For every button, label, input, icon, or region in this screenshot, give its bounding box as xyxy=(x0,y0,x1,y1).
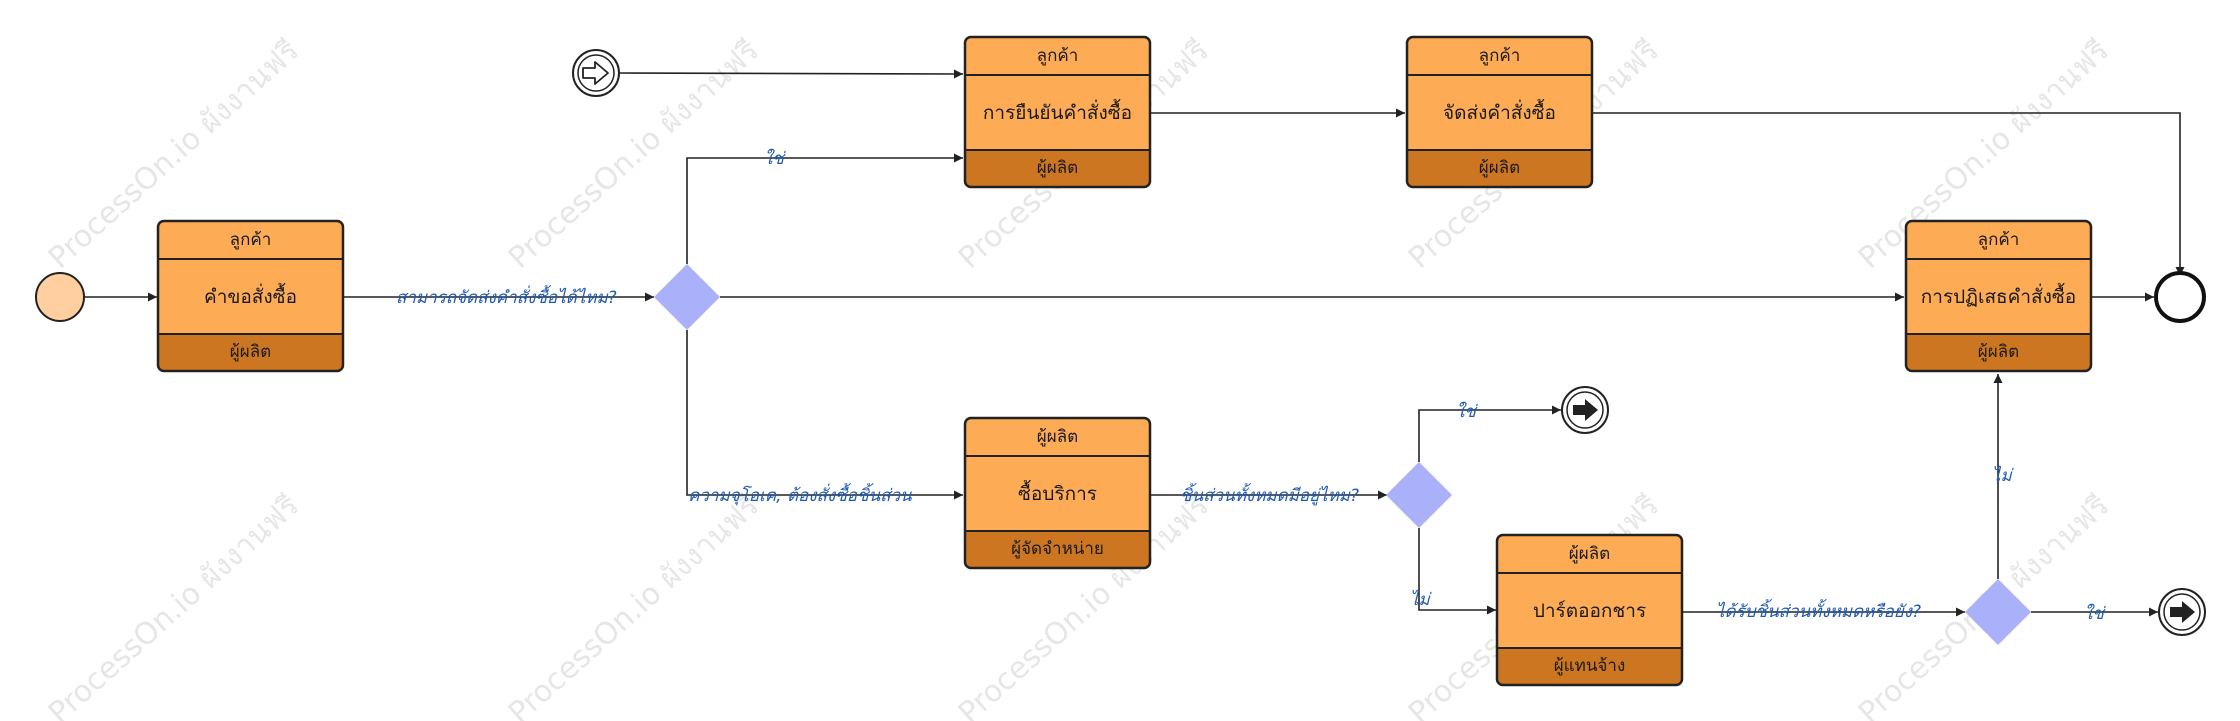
watermark: ProcessOn.io ผังงานฟรี xyxy=(42,488,306,721)
watermark: ProcessOn.io ผังงานฟรี xyxy=(502,33,766,276)
task-role-label: ลูกค้า xyxy=(1479,46,1521,66)
label-can-deliver: สามารถจัดส่งคำสั่งซื้อได้ไหม? xyxy=(396,284,617,308)
label-need-parts: ความจุโอเค, ต้องสั่งซื้อชิ้นส่วน xyxy=(688,482,912,506)
task-role-label: ลูกค้า xyxy=(1037,46,1079,66)
task-name: คำขอสั่งซื้อ xyxy=(204,283,297,308)
task-lane-label: ผู้จัดจำหน่าย xyxy=(1011,539,1104,559)
arrow-right-icon xyxy=(582,61,609,85)
task-border xyxy=(963,416,1152,570)
task-name: การปฏิเสธคำสั่งซื้อ xyxy=(1921,283,2076,308)
label-yes-top: ใช่ xyxy=(764,148,786,169)
task-role-label: ผู้ผลิต xyxy=(1037,427,1078,447)
intermediate-end-event-parts[interactable] xyxy=(1561,386,1609,434)
task-bottom-band xyxy=(965,150,1150,187)
flow-gateway-no-to-part[interactable] xyxy=(1418,528,1496,615)
task-border xyxy=(156,219,345,373)
intermediate-end-event-final[interactable] xyxy=(2158,588,2206,636)
flow-gateway-to-confirm[interactable] xyxy=(686,153,963,264)
label-no-received: ไม่ xyxy=(1992,465,2014,486)
label-parts-received: ได้รับชิ้นส่วนทั้งหมดหรือยัง? xyxy=(1716,598,1921,622)
task-bottom-band xyxy=(158,334,343,371)
task-border xyxy=(963,35,1152,189)
task-bottom-band xyxy=(1407,150,1592,187)
task-role-label: ลูกค้า xyxy=(230,230,272,250)
task-role-label: ลูกค้า xyxy=(1978,230,2020,250)
task-border xyxy=(1495,533,1684,687)
label-yes-parts: ใช่ xyxy=(1456,401,1478,422)
tasks: ลูกค้าคำขอสั่งซื้อผู้ผลิตลูกค้าการยืนยัน… xyxy=(156,35,2093,687)
task-name: การยืนยันคำสั่งซื้อ xyxy=(983,99,1132,124)
task-t3[interactable]: ลูกค้าจัดส่งคำสั่งซื้อผู้ผลิต xyxy=(1405,35,1594,189)
task-lane-label: ผู้แทนจ้าง xyxy=(1554,656,1626,676)
flow-intermediate-to-confirm[interactable] xyxy=(619,69,964,79)
task-lane-label: ผู้ผลิต xyxy=(230,342,271,362)
gateway-can-deliver[interactable] xyxy=(654,264,720,330)
arrow-right-icon xyxy=(1573,399,1598,421)
label-yes-received: ใช่ xyxy=(2084,603,2106,624)
flow-gateway-yes-to-end[interactable] xyxy=(1418,405,1561,462)
task-bottom-band xyxy=(965,531,1150,568)
task-border xyxy=(1904,219,2093,373)
label-all-parts-available: ชิ้นส่วนทั้งหมดมีอยู่ไหม? xyxy=(1180,482,1359,506)
task-name: จัดส่งคำสั่งซื้อ xyxy=(1443,99,1556,124)
task-lane-label: ผู้ผลิต xyxy=(1037,158,1078,178)
gateway-parts-received[interactable] xyxy=(1965,579,2031,645)
gateway-all-parts[interactable] xyxy=(1386,462,1452,528)
task-role-label: ผู้ผลิต xyxy=(1569,544,1610,564)
arrow-right-icon xyxy=(2170,601,2195,623)
flow-gateway-to-buy-service[interactable] xyxy=(686,330,963,500)
task-border xyxy=(1405,35,1594,189)
task-lane-label: ผู้ผลิต xyxy=(1978,342,2019,362)
task-lane-label: ผู้ผลิต xyxy=(1479,158,1520,178)
intermediate-event[interactable] xyxy=(572,49,620,97)
start-event[interactable] xyxy=(35,272,85,322)
task-bottom-band xyxy=(1497,648,1682,685)
end-event[interactable] xyxy=(2154,271,2206,323)
task-name: ปาร์ตออกชาร xyxy=(1533,600,1646,622)
task-t1[interactable]: ลูกค้าคำขอสั่งซื้อผู้ผลิต xyxy=(156,219,345,373)
label-no-parts: ไม่ xyxy=(1410,589,1432,610)
flow-ship-to-end[interactable] xyxy=(1592,112,2185,276)
flows xyxy=(85,69,2185,617)
task-bottom-band xyxy=(1906,334,2091,371)
task-name: ซื้อบริการ xyxy=(1018,480,1097,505)
watermark: ProcessOn.io ผังงานฟรี xyxy=(502,488,766,721)
